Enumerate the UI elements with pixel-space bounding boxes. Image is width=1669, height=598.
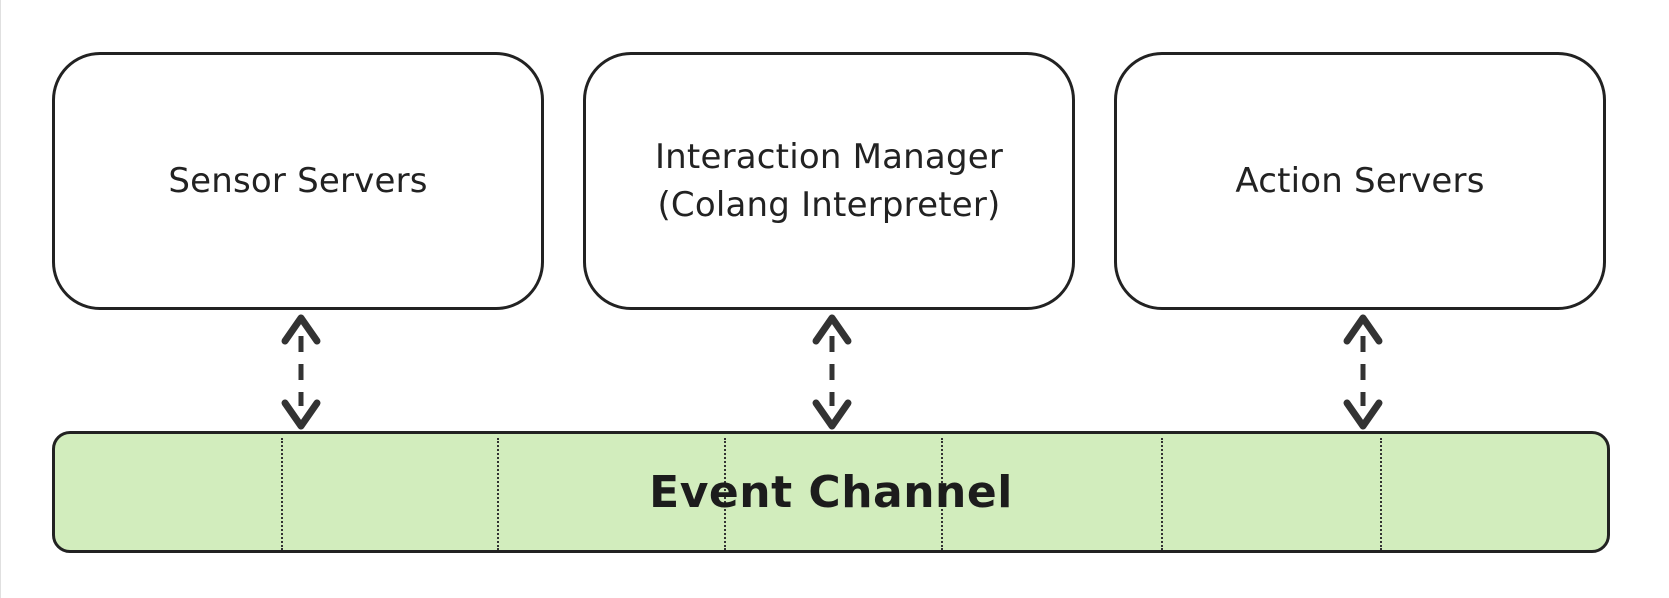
action-servers-connection — [1343, 314, 1383, 430]
event-channel-label: Event Channel — [649, 466, 1013, 518]
interaction-manager-label-line2: (Colang Interpreter) — [657, 185, 1001, 225]
event-channel-divider — [1161, 438, 1163, 550]
page-left-rule — [0, 0, 1, 598]
action-servers-node: Action Servers — [1114, 52, 1606, 310]
arrow-down-icon — [281, 399, 321, 430]
arrow-down-icon — [812, 399, 852, 430]
action-servers-label: Action Servers — [1235, 161, 1485, 201]
sensor-servers-connection — [281, 314, 321, 430]
event-channel-divider — [724, 438, 726, 550]
arrow-down-icon — [1343, 399, 1383, 430]
interaction-manager-label-line1: Interaction Manager — [654, 137, 1004, 177]
arrow-up-icon — [812, 314, 852, 345]
interaction-manager-connection — [812, 314, 852, 430]
interaction-manager-label: Interaction Manager (Colang Interpreter) — [655, 133, 1003, 229]
event-channel-divider — [281, 438, 283, 550]
sensor-servers-label: Sensor Servers — [168, 161, 428, 201]
arrow-up-icon — [281, 314, 321, 345]
event-channel-divider — [497, 438, 499, 550]
event-channel-divider — [1380, 438, 1382, 550]
arrow-up-icon — [1343, 314, 1383, 345]
sensor-servers-node: Sensor Servers — [52, 52, 544, 310]
interaction-manager-node: Interaction Manager (Colang Interpreter) — [583, 52, 1075, 310]
event-channel-node: Event Channel — [52, 431, 1610, 553]
event-channel-divider — [941, 438, 943, 550]
